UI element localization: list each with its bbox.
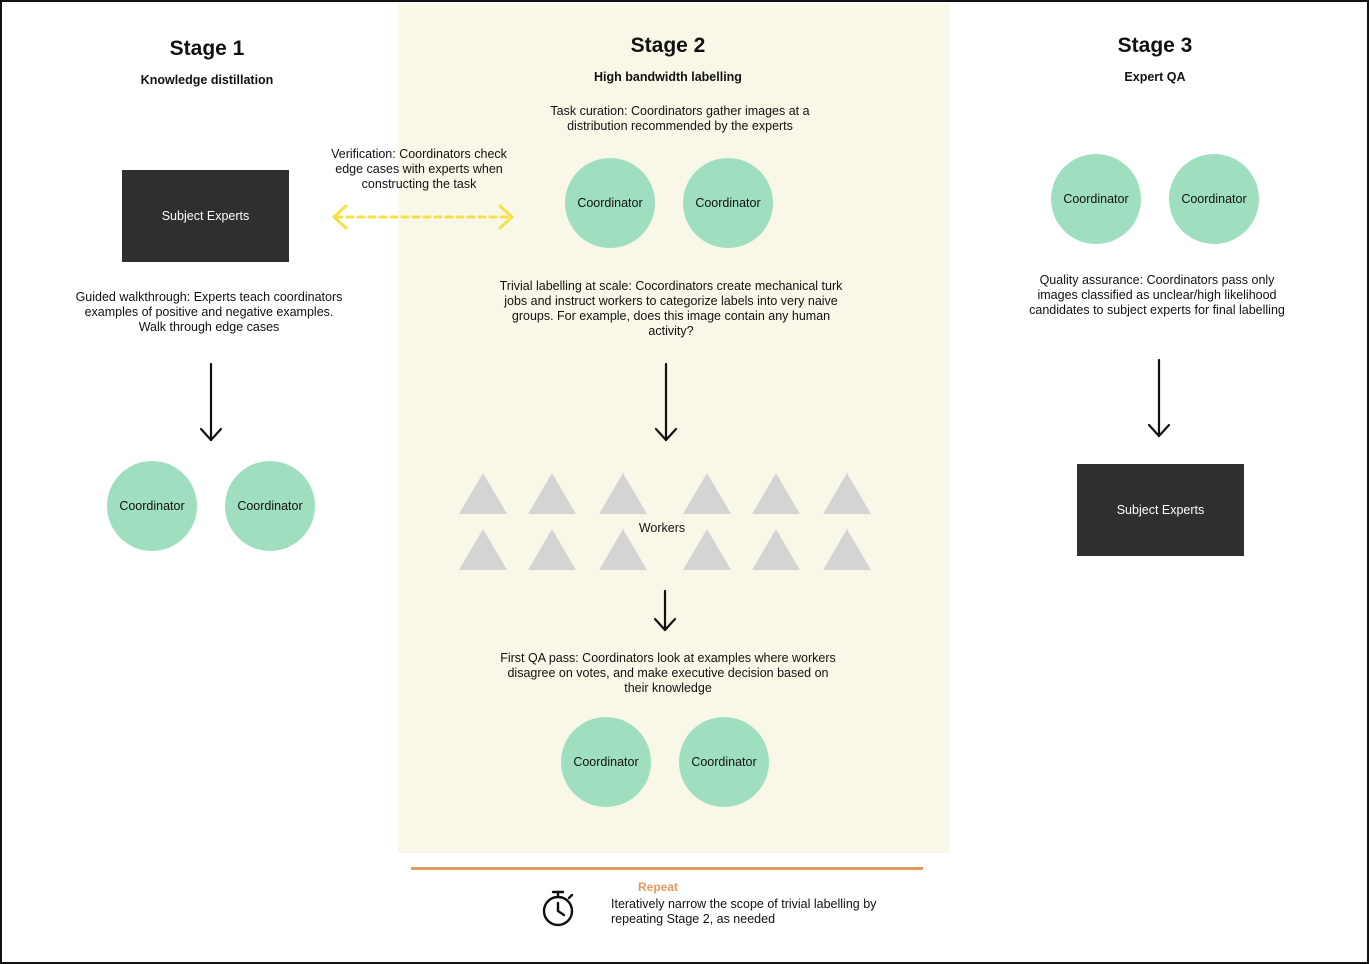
worker-triangle: [599, 473, 647, 514]
stage-2-bottom-coordinator-1: Coordinator: [561, 717, 651, 807]
repeat-description: Iteratively narrow the scope of trivial …: [611, 897, 877, 926]
worker-triangle: [752, 529, 800, 570]
repeat-divider: [411, 867, 923, 870]
worker-triangle: [823, 529, 871, 570]
verification-double-arrow: [332, 204, 514, 230]
stage-2-down-arrow-top: [654, 362, 678, 442]
stage-3-down-arrow: [1147, 358, 1171, 438]
stage-3-title: Stage 3: [1117, 34, 1193, 57]
worker-triangle: [459, 473, 507, 514]
stage-1-coordinator-2: Coordinator: [225, 461, 315, 551]
worker-triangle: [752, 473, 800, 514]
stage-2-top-coordinator-1: Coordinator: [565, 158, 655, 248]
workers-triangles: [459, 473, 871, 570]
guided-walkthrough-text: Guided walkthrough: Experts teach coordi…: [75, 290, 343, 334]
stage-2-background: [398, 4, 950, 853]
worker-triangle: [683, 529, 731, 570]
stage-3-coordinator-1: Coordinator: [1051, 154, 1141, 244]
subject-experts-label: Subject Experts: [161, 209, 250, 223]
verification-text: Verification: Coordinators check edge ca…: [331, 147, 507, 191]
stage-2-top-coordinator-2: Coordinator: [683, 158, 773, 248]
worker-triangle: [459, 529, 507, 570]
stopwatch-icon: [542, 890, 574, 927]
quality-assurance-text: Quality assurance: Coordinators pass onl…: [1029, 273, 1285, 317]
worker-triangle: [528, 529, 576, 570]
trivial-labelling-text: Trivial labelling at scale: Cocordinator…: [499, 279, 843, 338]
task-curation-text: Task curation: Coordinators gather image…: [550, 104, 810, 133]
repeat-title: Repeat: [638, 880, 679, 894]
stage-1-subject-experts-box: Subject Experts: [122, 170, 289, 262]
first-qa-pass-text: First QA pass: Coordinators look at exam…: [500, 651, 836, 695]
stage-3-subtitle: Expert QA: [1124, 70, 1186, 84]
stage-1-down-arrow: [199, 362, 223, 442]
stage-1-title: Stage 1: [169, 37, 245, 60]
stage-2-title: Stage 2: [630, 34, 706, 57]
worker-triangle: [823, 473, 871, 514]
worker-triangle: [599, 529, 647, 570]
stage-2-down-arrow-bottom: [653, 589, 677, 632]
workers-label: Workers: [638, 521, 686, 535]
stage-2-subtitle: High bandwidth labelling: [594, 70, 742, 84]
subject-experts-label: Subject Experts: [1116, 503, 1205, 517]
stage-3-coordinator-2: Coordinator: [1169, 154, 1259, 244]
stage-2-bottom-coordinator-2: Coordinator: [679, 717, 769, 807]
worker-triangle: [528, 473, 576, 514]
stage-1-coordinator-1: Coordinator: [107, 461, 197, 551]
stage-3-subject-experts-box: Subject Experts: [1077, 464, 1244, 556]
stage-1-subtitle: Knowledge distillation: [140, 73, 274, 87]
worker-triangle: [683, 473, 731, 514]
